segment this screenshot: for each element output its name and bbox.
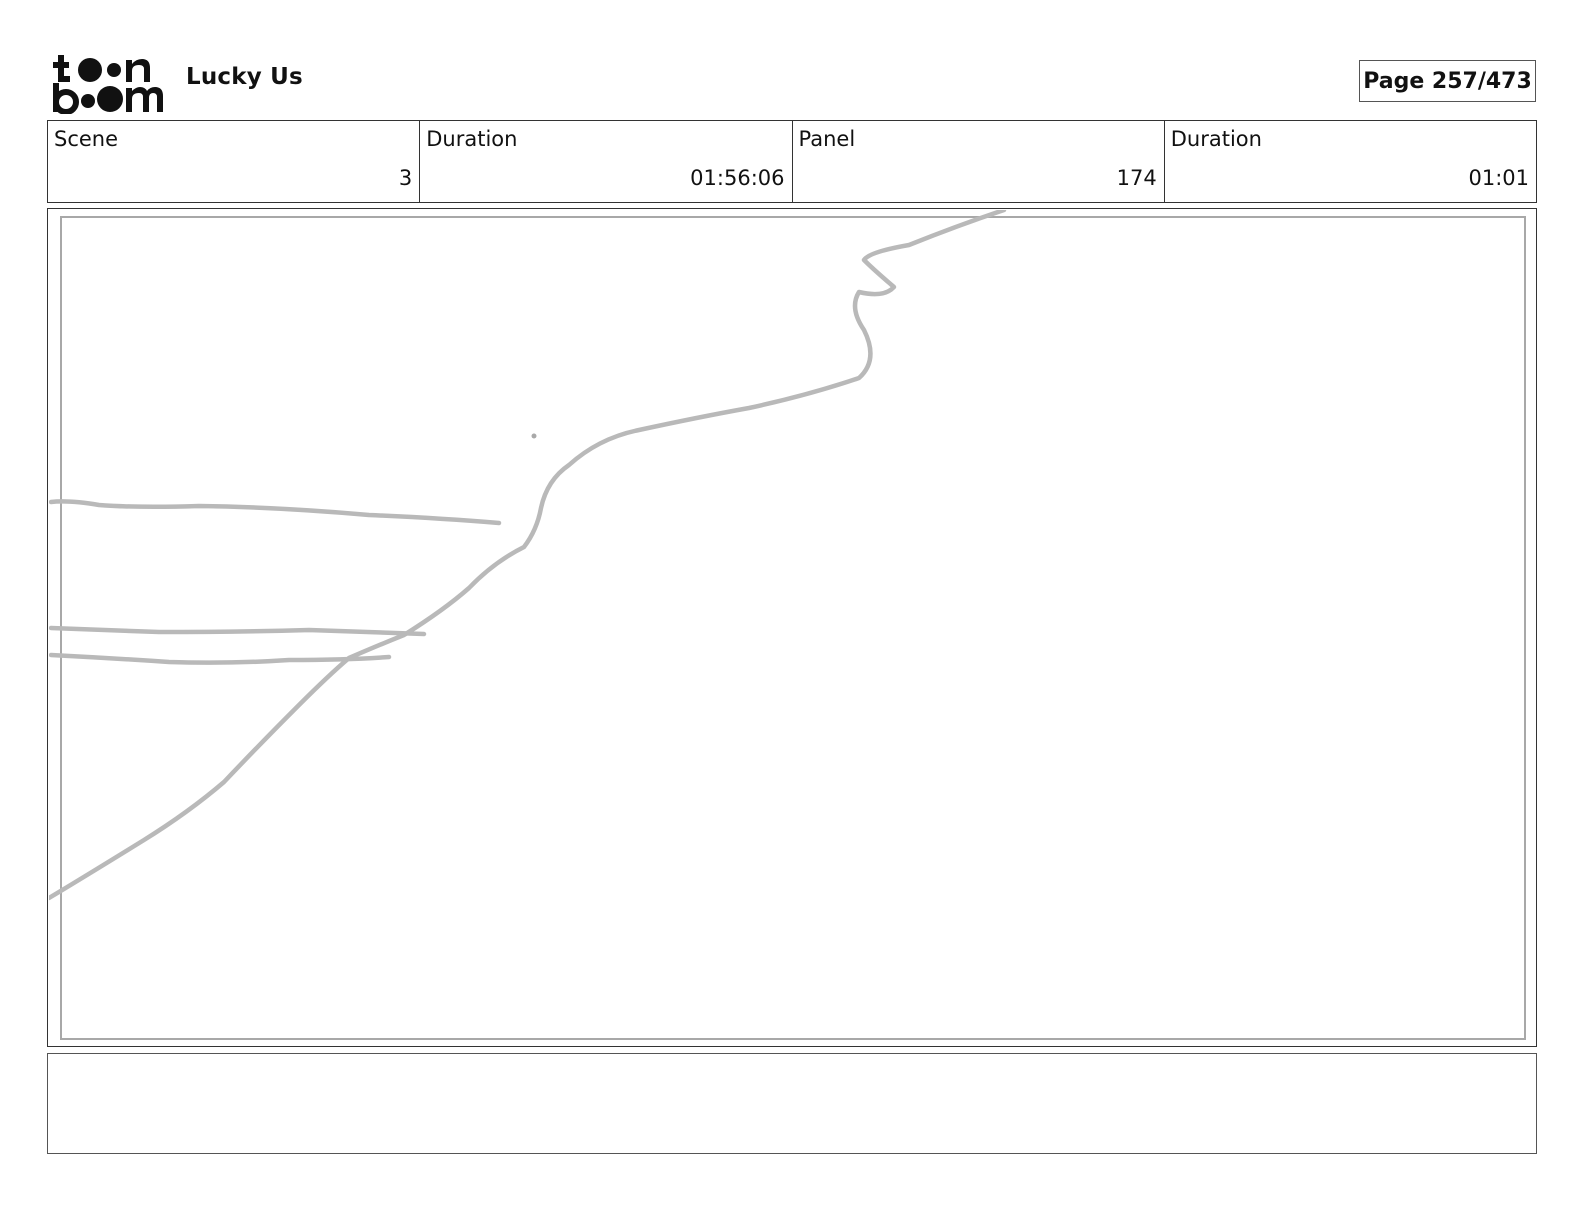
- sketch-dot: [531, 433, 537, 439]
- scene-duration-label: Duration: [426, 127, 518, 151]
- sketch-line-lower: [49, 652, 392, 665]
- panel-cell: Panel 174: [791, 121, 1164, 202]
- toonboom-logo: [53, 55, 163, 114]
- panel-label: Panel: [798, 127, 856, 151]
- scene-label: Scene: [54, 127, 119, 151]
- panel-sketch: [49, 210, 1007, 901]
- panel-notes-box: [47, 1053, 1537, 1154]
- panel-duration-value: 01:01: [1468, 166, 1529, 190]
- panel-duration-label: Duration: [1170, 127, 1262, 151]
- project-title: Lucky Us: [186, 64, 303, 90]
- sketch-line-ridge: [49, 210, 1007, 901]
- page-indicator: Page 257/473: [1359, 60, 1536, 102]
- panel-value: 174: [1116, 166, 1157, 190]
- panel-duration-cell: Duration 01:01: [1163, 121, 1536, 202]
- sketch-line-middle: [49, 625, 427, 637]
- scene-cell: Scene 3: [48, 121, 419, 202]
- scene-duration-cell: Duration 01:56:06: [419, 121, 791, 202]
- scene-duration-value: 01:56:06: [690, 166, 785, 190]
- sketch-line-upper: [49, 499, 502, 526]
- scene-value: 3: [398, 166, 413, 190]
- storyboard-panel-frame: [47, 208, 1537, 1047]
- panel-info-table: Scene 3 Duration 01:56:06 Panel 174 Dura…: [47, 120, 1537, 203]
